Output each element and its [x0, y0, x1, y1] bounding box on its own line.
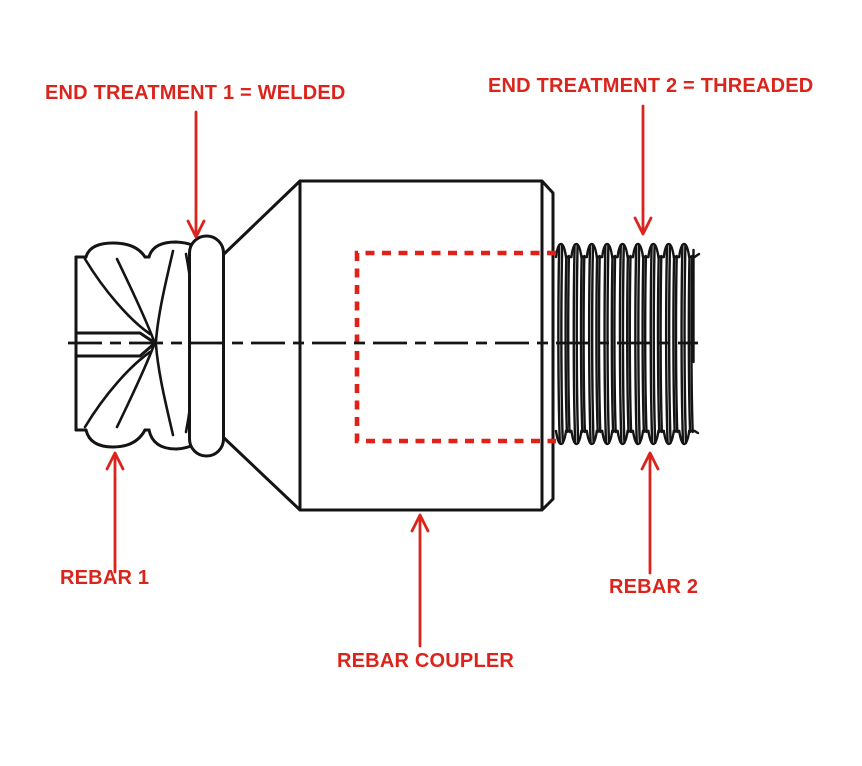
rebar-coupler-arrow [410, 513, 430, 648]
hidden-thread-dashed-outline [354, 250, 556, 444]
end-treatment-1-label: END TREATMENT 1 = WELDED [45, 82, 346, 104]
weld-bead [188, 234, 225, 458]
rebar-2-arrow [640, 451, 660, 575]
coupler-barrel [298, 179, 555, 512]
end-treatment-2-label: END TREATMENT 2 = THREADED [488, 75, 814, 97]
rebar-coupler-label: REBAR COUPLER [337, 650, 515, 672]
rebar-coupler-body [221, 179, 555, 512]
rebar-1-label: REBAR 1 [60, 567, 150, 589]
rebar-1-drawing [74, 240, 251, 451]
rebar-1-arrow [105, 451, 125, 574]
coupler-cone [221, 179, 302, 512]
rebar-2-label: REBAR 2 [609, 576, 699, 598]
end-treatment-2-arrow [633, 104, 653, 236]
end-treatment-1-arrow [186, 110, 206, 239]
